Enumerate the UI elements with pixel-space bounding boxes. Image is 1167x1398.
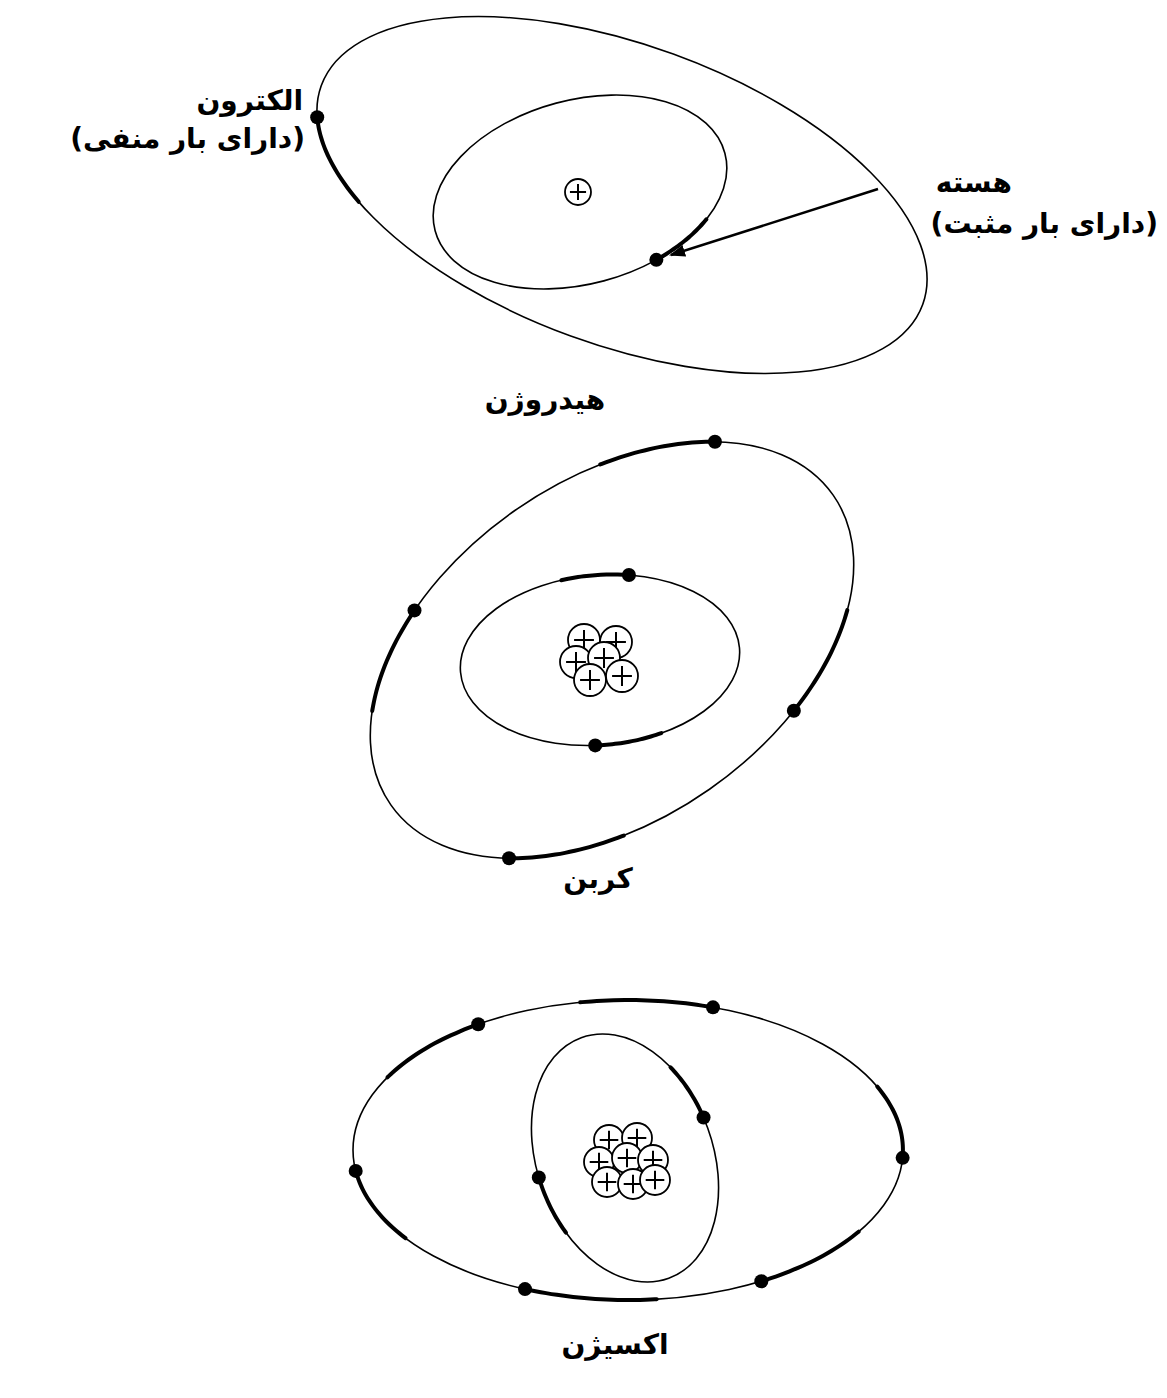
plus-bar	[621, 666, 623, 686]
electron-orbit	[453, 563, 747, 757]
proton-circle	[640, 1165, 670, 1195]
part-label: هسته	[936, 166, 1012, 200]
part-label: (دارای بار مثبت)	[931, 207, 1158, 241]
electron-dot	[896, 1151, 910, 1165]
electron-dot	[787, 704, 801, 718]
electron-orbit	[293, 356, 930, 944]
electron-trail	[794, 610, 847, 711]
plus-bar	[632, 1175, 634, 1194]
element-name: اکسیژن	[561, 1328, 668, 1362]
proton-circle	[565, 179, 591, 205]
electron-trail	[317, 117, 358, 202]
plus-bar	[626, 1149, 628, 1168]
electron-dot	[532, 1171, 546, 1185]
electron-trail	[356, 1171, 406, 1238]
plus-bar	[589, 670, 591, 690]
electron-dot	[349, 1164, 363, 1178]
orbit-group	[270, 0, 974, 1308]
part-label: (دارای بار منفی)	[70, 122, 305, 156]
electron-orbit	[411, 64, 748, 319]
electron-trail	[656, 219, 706, 259]
electron-trail	[372, 610, 414, 711]
electron-dot	[706, 1000, 720, 1014]
electron-dot	[310, 110, 324, 124]
plus-bar	[606, 1173, 608, 1192]
electron-trail	[595, 733, 661, 745]
proton-symbol	[606, 660, 638, 692]
element-name: کربن	[563, 862, 632, 896]
electron-trail	[387, 1024, 478, 1077]
electron-dot	[588, 738, 602, 752]
electron-orbit	[353, 1000, 903, 1300]
proton-circle	[606, 660, 638, 692]
electron-dot	[622, 568, 636, 582]
electron-dot	[708, 435, 722, 449]
proton-symbol	[574, 664, 606, 696]
electron-trail	[761, 1232, 858, 1281]
part-label: الکترون	[196, 84, 303, 118]
electron-trail	[561, 574, 629, 580]
electron-trail	[509, 836, 624, 859]
electron-trail	[539, 1178, 566, 1233]
element-name: هیدروژن	[485, 383, 606, 417]
electron-trail	[671, 1067, 704, 1117]
proton-symbol	[640, 1165, 670, 1195]
electron-dot	[502, 851, 516, 865]
plus-bar	[654, 1171, 656, 1190]
plus-bar	[608, 1131, 610, 1150]
electron-orbit	[270, 0, 974, 445]
electron-dot	[408, 603, 422, 617]
proton-circle	[574, 664, 606, 696]
plus-bar	[575, 652, 577, 672]
leader-arrow	[671, 189, 878, 255]
electron-trail	[600, 442, 715, 465]
electron-dot	[697, 1111, 711, 1125]
plus-bar	[603, 648, 605, 668]
electron-dot	[649, 253, 663, 267]
electron-trail	[580, 1000, 713, 1007]
electron-dot	[754, 1274, 768, 1288]
electron-trail	[525, 1289, 657, 1300]
proton-symbol	[565, 179, 591, 205]
plus-bar	[636, 1129, 638, 1148]
electron-trail	[877, 1087, 903, 1158]
electron-dot	[471, 1017, 485, 1031]
plus-bar	[577, 184, 579, 200]
electron-dot	[518, 1282, 532, 1296]
electron-orbit	[499, 1008, 752, 1309]
